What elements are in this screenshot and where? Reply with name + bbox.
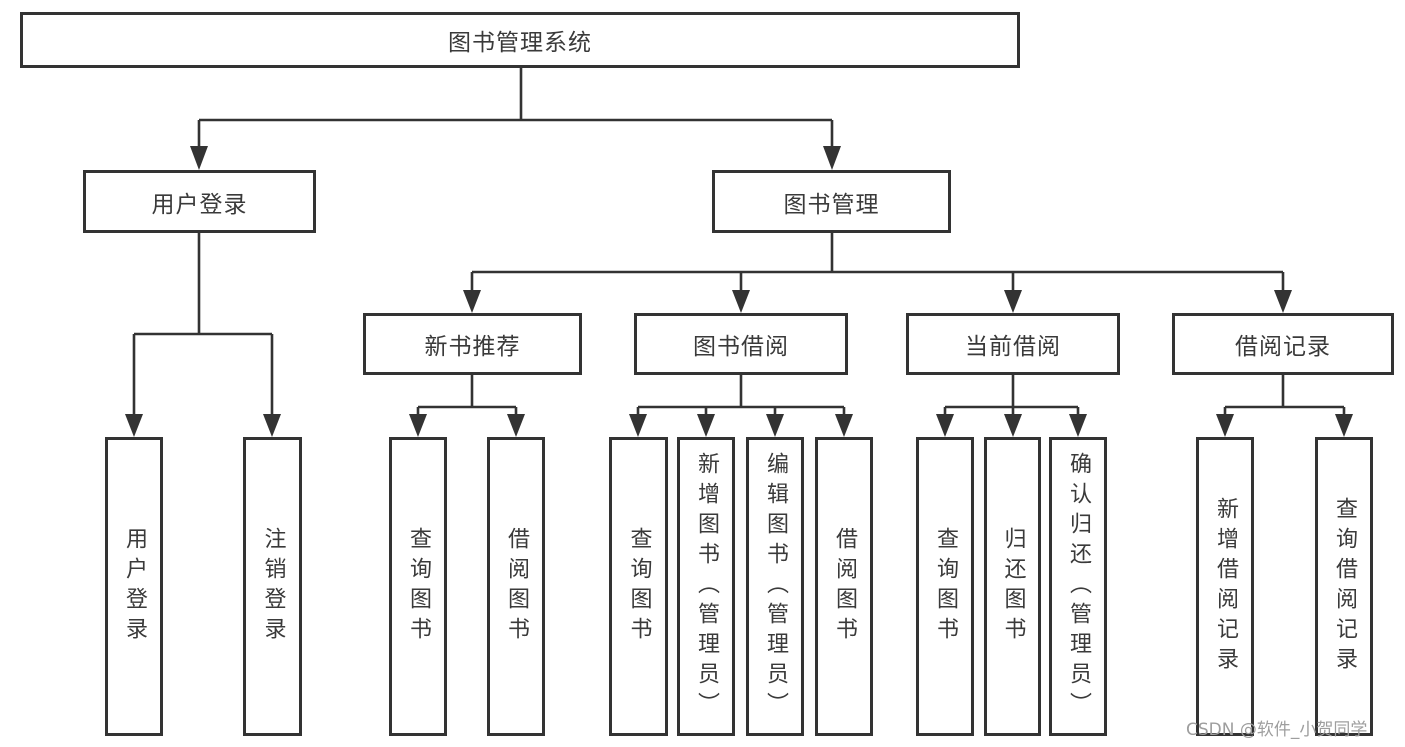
leaf-query-books-borrow: 查询图书 <box>609 437 668 736</box>
node-borrowing-records: 借阅记录 <box>1172 313 1394 375</box>
leaf-label: 确认归还（管理员） <box>1066 451 1091 722</box>
leaf-confirm-return-admin: 确认归还（管理员） <box>1049 437 1107 736</box>
leaf-label: 编辑图书（管理员） <box>763 451 788 722</box>
node-label: 新书推荐 <box>424 334 521 360</box>
leaf-label: 注销登录 <box>260 526 286 647</box>
leaf-query-books-recommend: 查询图书 <box>389 437 447 736</box>
leaf-add-borrow-record: 新增借阅记录 <box>1196 437 1254 736</box>
node-label: 借阅记录 <box>1235 334 1331 360</box>
leaf-label: 归还图书 <box>1000 526 1026 647</box>
leaf-label: 用户登录 <box>122 526 147 647</box>
csdn-watermark: CSDN @软件_小贺同学 <box>1186 720 1368 740</box>
leaf-add-books-admin: 新增图书（管理员） <box>677 437 735 736</box>
node-label: 图书借阅 <box>693 334 789 360</box>
leaf-query-books-current: 查询图书 <box>916 437 974 736</box>
leaf-edit-books-admin: 编辑图书（管理员） <box>746 437 804 736</box>
node-root-system: 图书管理系统 <box>20 12 1020 68</box>
leaf-label: 新增图书（管理员） <box>694 451 719 722</box>
node-current-borrowing: 当前借阅 <box>906 313 1120 375</box>
node-label: 图书管理 <box>783 191 880 218</box>
leaf-return-books: 归还图书 <box>984 437 1041 736</box>
leaf-label: 借阅图书 <box>504 526 529 647</box>
node-book-borrowing: 图书借阅 <box>634 313 848 375</box>
leaf-logout: 注销登录 <box>243 437 302 736</box>
leaf-label: 查询图书 <box>933 526 958 647</box>
leaf-label: 查询图书 <box>626 526 652 647</box>
node-user-login: 用户登录 <box>83 170 316 233</box>
leaf-label: 借阅图书 <box>832 526 857 647</box>
node-label: 用户登录 <box>151 191 248 218</box>
leaf-label: 新增借阅记录 <box>1213 496 1238 677</box>
leaf-label: 查询图书 <box>406 526 431 647</box>
leaf-user-login: 用户登录 <box>105 437 163 736</box>
arrowheads <box>125 146 1353 437</box>
node-book-management: 图书管理 <box>712 170 951 233</box>
leaf-borrow-books: 借阅图书 <box>815 437 873 736</box>
node-label: 图书管理系统 <box>448 30 592 56</box>
node-new-book-recommend: 新书推荐 <box>363 313 582 375</box>
leaf-query-borrow-record: 查询借阅记录 <box>1315 437 1373 736</box>
node-label: 当前借阅 <box>965 334 1061 360</box>
leaf-borrow-books-recommend: 借阅图书 <box>487 437 545 736</box>
leaf-label: 查询借阅记录 <box>1332 496 1357 677</box>
